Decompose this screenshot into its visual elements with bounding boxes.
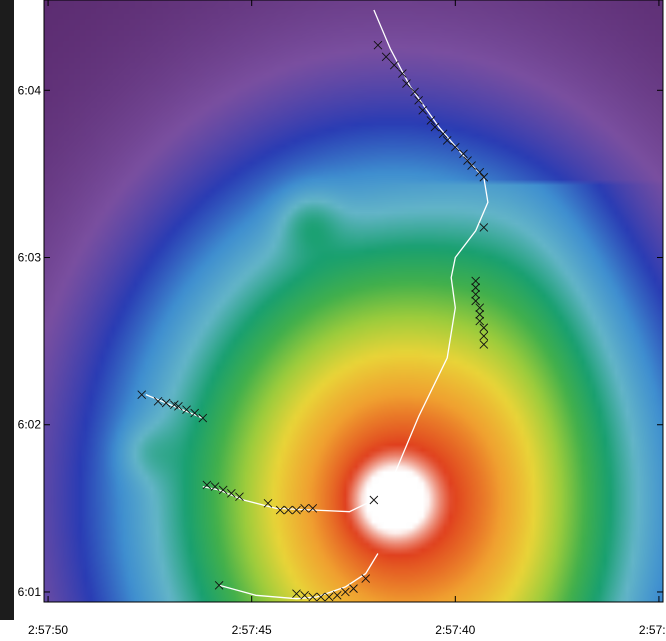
track-line-3 (145, 393, 204, 419)
cross-marker (467, 161, 476, 170)
cross-marker (300, 590, 309, 600)
cross-marker (161, 398, 171, 408)
cross-marker (174, 402, 183, 411)
cross-marker (190, 408, 199, 418)
cross-marker (418, 106, 428, 115)
x-tick-label: 2:57:50 (28, 623, 68, 637)
cross-marker (227, 488, 236, 498)
cross-marker (463, 156, 472, 165)
cross-marker (210, 482, 220, 491)
cross-marker (153, 397, 163, 406)
cross-marker (263, 499, 273, 508)
cross-marker (426, 116, 436, 125)
cross-marker (284, 505, 293, 515)
cross-marker (475, 316, 485, 326)
y-tick-label: 6:04 (18, 83, 42, 97)
cross-marker (316, 592, 326, 602)
cross-marker (438, 129, 448, 139)
cross-marker (475, 310, 485, 319)
left-edge-strip (0, 0, 14, 620)
cross-marker (475, 167, 485, 177)
cross-marker (202, 480, 212, 490)
cross-marker (182, 405, 191, 415)
cross-marker (430, 122, 440, 132)
cross-marker (292, 589, 301, 598)
cross-marker (410, 87, 419, 97)
cross-marker (471, 276, 480, 286)
cross-marker (389, 60, 399, 70)
tracks-layer (137, 9, 489, 602)
cross-marker (471, 283, 480, 292)
cross-marker (479, 331, 489, 341)
cross-marker (442, 136, 452, 145)
cross-marker (479, 340, 489, 349)
plot-frame (43, 0, 664, 603)
cross-marker (198, 413, 208, 423)
cross-marker (479, 223, 489, 232)
y-axis: 6:01 6:02 6:03 6:04 (18, 83, 663, 599)
x-axis: 2:57:50 2:57:45 2:57:40 2:57:35 (28, 0, 666, 637)
cross-marker (214, 580, 224, 590)
cross-marker (414, 96, 423, 105)
track-line-2 (202, 485, 375, 513)
cross-marker (471, 296, 480, 306)
cross-marker (459, 149, 468, 159)
heatmap-image (44, 0, 663, 602)
cross-marker (349, 584, 358, 593)
cross-marker (292, 505, 301, 515)
cross-marker (218, 485, 228, 495)
cross-marker (402, 79, 411, 88)
track-line-4 (218, 553, 379, 600)
cross-marker (369, 495, 379, 505)
x-tick-label: 2:57:45 (232, 623, 272, 637)
y-tick-label: 6:01 (18, 585, 42, 599)
y-tick-label: 6:03 (18, 251, 42, 265)
cross-marker (308, 504, 318, 513)
cross-marker (324, 592, 334, 602)
cross-marker (479, 323, 489, 333)
cross-marker (381, 52, 391, 62)
cross-marker (137, 390, 147, 399)
cross-marker (450, 142, 460, 152)
cross-marker (361, 574, 371, 583)
cross-marker (235, 492, 244, 501)
cross-marker (332, 590, 342, 600)
cross-marker (341, 587, 350, 597)
plot-area (44, 0, 663, 602)
cross-marker (471, 289, 480, 299)
y-tick-label: 6:02 (18, 418, 42, 432)
cross-marker (275, 505, 285, 515)
cross-marker (475, 303, 485, 313)
track-line-1 (373, 9, 489, 499)
x-tick-label: 2:57:40 (435, 623, 475, 637)
x-tick-label: 2:57:35 (639, 623, 666, 637)
cross-marker (479, 172, 489, 182)
cross-marker (300, 504, 309, 513)
cross-marker (373, 40, 383, 50)
cross-marker (308, 592, 318, 602)
cross-marker (398, 69, 407, 78)
